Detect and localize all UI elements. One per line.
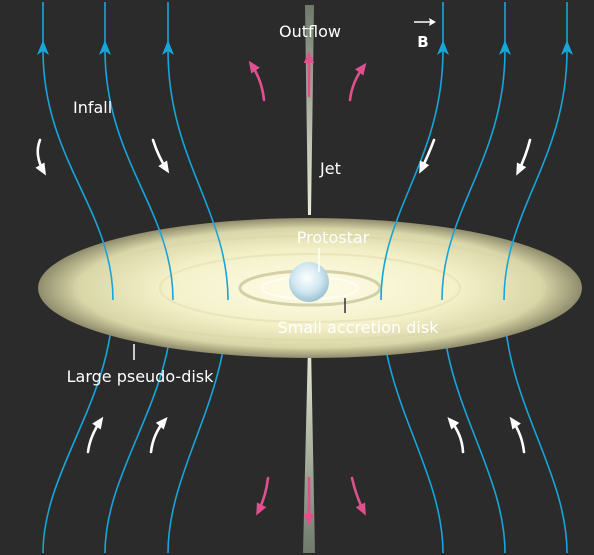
infall-arrowhead <box>158 160 170 174</box>
infall-arrowhead <box>509 416 521 430</box>
protostar <box>289 262 329 302</box>
field-line-arrow <box>561 40 573 55</box>
field-line-upper <box>167 2 229 301</box>
field-line-upper <box>441 2 506 301</box>
jet-lower <box>303 345 315 553</box>
outflow-arrowhead <box>303 51 315 63</box>
outflow-label: Outflow <box>279 22 341 41</box>
disk-ring-outer <box>74 235 546 341</box>
infall-arrowhead <box>92 416 104 430</box>
infall-arrowhead <box>447 416 460 430</box>
protostar-label: Protostar <box>297 228 370 247</box>
field-line-arrow <box>499 40 511 55</box>
infall-label: Infall <box>73 98 112 117</box>
outflow-arrowhead <box>256 502 267 516</box>
pseudo-disk-label: Large pseudo-disk <box>67 367 215 386</box>
field-label: B <box>417 33 428 51</box>
field-line-lower <box>503 299 568 554</box>
outflow-arrowhead <box>355 62 367 76</box>
field-line-upper <box>104 2 174 301</box>
field-line-arrow <box>162 40 174 55</box>
flow-arrows <box>35 51 532 526</box>
outflow-arrowhead <box>248 60 260 74</box>
field-lines-upper <box>37 2 573 301</box>
infall-arrowhead <box>516 162 527 176</box>
jet-label: Jet <box>319 159 341 178</box>
field-line-upper <box>503 2 568 301</box>
infall-arrowhead <box>155 416 168 430</box>
field-vector-arrowhead <box>429 18 436 26</box>
disk-ring-middle <box>159 253 461 323</box>
field-line-arrow <box>37 40 49 55</box>
field-line-arrow <box>437 40 449 55</box>
field-line-upper <box>380 2 444 301</box>
field-line-arrow <box>99 40 111 55</box>
field-line-upper <box>42 2 114 301</box>
field-line-lower <box>42 299 114 554</box>
infall-arrowhead <box>419 160 430 174</box>
accretion-disk-label: Small accretion disk <box>278 318 440 337</box>
outflow-arrowhead <box>303 514 315 526</box>
infall-arrowhead <box>35 162 47 176</box>
outflow-arrowhead <box>355 502 366 516</box>
